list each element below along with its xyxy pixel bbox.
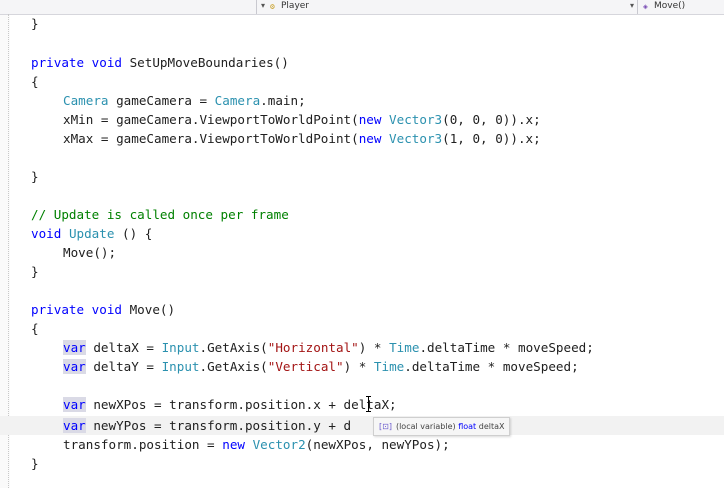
text bbox=[381, 131, 389, 146]
string-literal: "Horizontal" bbox=[267, 340, 359, 355]
navigation-bar: ▾ ⚙ Player ▾ ◈ Move() bbox=[0, 0, 724, 15]
string-literal: "Vertical" bbox=[267, 359, 344, 374]
code-line[interactable]: transform.position = new Vector2(newXPos… bbox=[63, 435, 450, 454]
keyword: var bbox=[63, 359, 86, 374]
code-line[interactable]: void Update () { bbox=[31, 224, 152, 243]
keyword: new bbox=[222, 437, 245, 452]
text: ) * bbox=[358, 340, 390, 355]
brace: { bbox=[31, 321, 39, 336]
text: deltaX = bbox=[85, 340, 162, 355]
method-signature: SetUpMoveBoundaries() bbox=[122, 55, 289, 70]
indent-guide bbox=[8, 14, 9, 488]
method-dropdown[interactable]: Move() bbox=[654, 1, 686, 11]
type-name: Time bbox=[373, 359, 405, 374]
code-line[interactable]: private void SetUpMoveBoundaries() bbox=[31, 53, 289, 72]
method-signature: Move() bbox=[122, 302, 176, 317]
current-line-highlight bbox=[0, 416, 724, 435]
keyword: private bbox=[31, 302, 85, 317]
code-line[interactable]: } bbox=[31, 454, 39, 473]
brace: } bbox=[31, 456, 39, 471]
text: transform.position = bbox=[63, 437, 223, 452]
class-icon: ⚙ bbox=[270, 2, 275, 11]
code-line[interactable]: Move(); bbox=[63, 243, 116, 262]
text: newYPos = transform.position.y + d bbox=[85, 418, 352, 433]
code-line[interactable]: private void Move() bbox=[31, 300, 175, 319]
text: (newXPos, newYPos); bbox=[305, 437, 450, 452]
divider bbox=[637, 0, 638, 14]
keyword: new bbox=[358, 131, 382, 146]
code-line[interactable]: Camera gameCamera = Camera.main; bbox=[63, 91, 306, 110]
local-variable-icon: [⊡] bbox=[379, 422, 392, 431]
text: (0, 0, 0)).x; bbox=[442, 112, 541, 127]
tooltip-name: deltaX bbox=[478, 422, 505, 431]
keyword: void bbox=[91, 302, 123, 317]
tooltip-text: (local variable) bbox=[395, 422, 456, 431]
code-line[interactable]: // Update is called once per frame bbox=[31, 205, 289, 224]
text: .deltaTime * moveSpeed; bbox=[419, 340, 594, 355]
code-line[interactable]: } bbox=[31, 14, 39, 33]
class-dropdown[interactable]: Player bbox=[281, 1, 310, 11]
type-name: Vector2 bbox=[252, 437, 306, 452]
text: () { bbox=[114, 226, 153, 241]
text: deltaY = bbox=[85, 359, 162, 374]
code-line[interactable]: var newYPos = transform.position.y + d bbox=[63, 416, 351, 435]
method-name: Update bbox=[68, 226, 115, 241]
text bbox=[84, 302, 92, 317]
code-line[interactable]: xMin = gameCamera.ViewportToWorldPoint(n… bbox=[63, 110, 541, 129]
text bbox=[381, 112, 389, 127]
type-name: Camera bbox=[63, 93, 109, 108]
method-icon: ◈ bbox=[643, 2, 648, 11]
type-name: Input bbox=[161, 359, 200, 374]
keyword: new bbox=[358, 112, 382, 127]
dropdown-arrow-icon[interactable]: ▾ bbox=[630, 1, 635, 10]
tooltip-type: float bbox=[458, 422, 477, 431]
keyword: var bbox=[63, 418, 86, 433]
keyword: var bbox=[63, 397, 86, 412]
comment: // Update is called once per frame bbox=[31, 207, 289, 222]
editor-gutter bbox=[0, 15, 10, 488]
brace: { bbox=[31, 74, 39, 89]
code-line[interactable]: { bbox=[31, 319, 39, 338]
text: .GetAxis( bbox=[199, 359, 268, 374]
text: xMax = gameCamera.ViewportToWorldPoint( bbox=[63, 131, 359, 146]
divider bbox=[256, 0, 257, 14]
type-name: Vector3 bbox=[389, 131, 443, 146]
text: .deltaTime * moveSpeed; bbox=[404, 359, 579, 374]
text: .GetAxis( bbox=[199, 340, 268, 355]
dropdown-arrow-icon[interactable]: ▾ bbox=[261, 1, 266, 10]
type-name: Camera bbox=[214, 93, 261, 108]
type-name: Input bbox=[161, 340, 200, 355]
brace: } bbox=[31, 169, 39, 184]
text: newXPos = transform.position.x + deltaX; bbox=[85, 397, 397, 412]
code-line[interactable]: xMax = gameCamera.ViewportToWorldPoint(n… bbox=[63, 129, 541, 148]
code-line[interactable]: } bbox=[31, 262, 39, 281]
code-line[interactable]: var deltaX = Input.GetAxis("Horizontal")… bbox=[63, 338, 594, 357]
code-line[interactable]: var deltaY = Input.GetAxis("Vertical") *… bbox=[63, 357, 579, 376]
text: (1, 0, 0)).x; bbox=[442, 131, 541, 146]
text bbox=[61, 226, 69, 241]
keyword: void bbox=[91, 55, 123, 70]
text bbox=[84, 55, 92, 70]
type-name: Time bbox=[389, 340, 420, 355]
quickinfo-tooltip: [⊡](local variable) float deltaX bbox=[373, 417, 511, 436]
keyword: void bbox=[31, 226, 62, 241]
text: xMin = gameCamera.ViewportToWorldPoint( bbox=[63, 112, 359, 127]
keyword: private bbox=[31, 55, 85, 70]
text-cursor-icon bbox=[366, 396, 372, 412]
keyword: var bbox=[63, 340, 86, 355]
text: gameCamera = bbox=[108, 93, 215, 108]
method-call: Move(); bbox=[63, 245, 117, 260]
brace: } bbox=[31, 264, 39, 279]
brace: } bbox=[31, 16, 39, 31]
text bbox=[245, 437, 253, 452]
type-name: Vector3 bbox=[389, 112, 443, 127]
text: .main; bbox=[260, 93, 306, 108]
text: ) * bbox=[343, 359, 374, 374]
code-line[interactable]: { bbox=[31, 72, 39, 91]
code-line[interactable]: } bbox=[31, 167, 39, 186]
code-line[interactable]: var newXPos = transform.position.x + del… bbox=[63, 395, 397, 414]
